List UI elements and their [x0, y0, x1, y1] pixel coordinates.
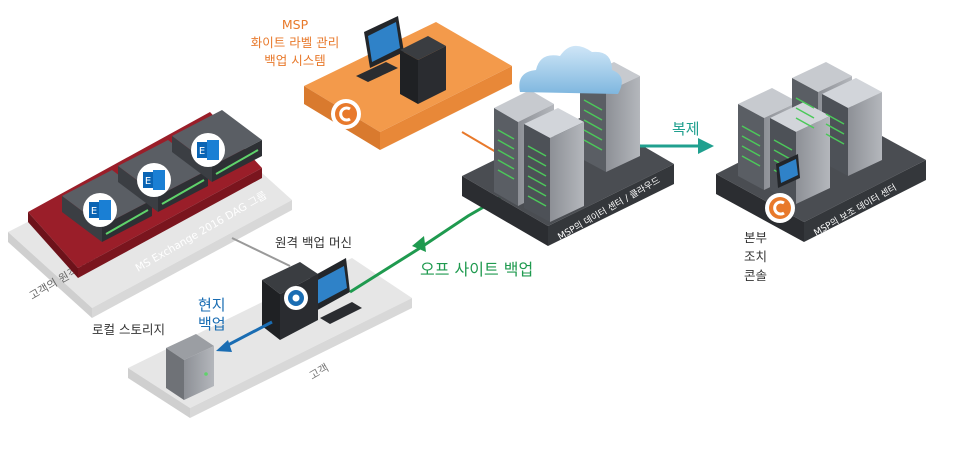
- local-backup-arrow: [216, 320, 273, 352]
- replication-label: 복제: [672, 120, 700, 138]
- exchange-to-backup-connector: [231, 237, 291, 267]
- cloud-icon: [519, 45, 622, 94]
- local-storage-device: [166, 334, 214, 400]
- msp-title: MSP 화이트 라벨 관리 백업 시스템: [220, 16, 370, 70]
- msp-title-line-1: MSP: [281, 17, 309, 32]
- exchange-server-icon: E: [191, 133, 225, 167]
- local-storage-label: 로컬 스토리지: [92, 322, 165, 337]
- svg-text:E: E: [145, 176, 151, 187]
- remote-backup-machine-label: 원격 백업 머신: [275, 235, 352, 250]
- console-c-icon: [331, 99, 361, 129]
- datacenter-rack-3: [524, 108, 584, 222]
- secondary-console-monitor: [776, 154, 800, 188]
- svg-text:E: E: [199, 146, 205, 157]
- hq-console-label: 본부 조치 콘솔: [744, 228, 767, 285]
- backup-agent-icon: [284, 286, 308, 310]
- local-backup-label: 현지 백업: [198, 296, 226, 334]
- svg-text:E: E: [91, 206, 97, 217]
- hq-console-line-3: 콘솔: [744, 268, 768, 283]
- msp-workstation: [356, 16, 446, 104]
- offsite-backup-label: 오프 사이트 백업: [420, 260, 534, 279]
- datacenter-rack-leds: [497, 99, 603, 207]
- customer-label: 고객: [307, 361, 331, 382]
- msp-title-line-3: 백업 시스템: [264, 53, 326, 68]
- local-backup-line-2: 백업: [198, 315, 226, 333]
- exchange-server-icon: E: [137, 163, 171, 197]
- exchange-server-icon: E: [83, 193, 117, 227]
- hq-console-line-1: 본부: [744, 230, 768, 245]
- console-to-datacenter-connector: [461, 131, 497, 153]
- console-c-icon: [765, 193, 795, 223]
- replication-arrow: [640, 138, 714, 154]
- local-backup-line-1: 현지: [198, 296, 226, 314]
- msp-title-line-2: 화이트 라벨 관리: [250, 35, 340, 50]
- hq-console-line-2: 조치: [744, 249, 768, 264]
